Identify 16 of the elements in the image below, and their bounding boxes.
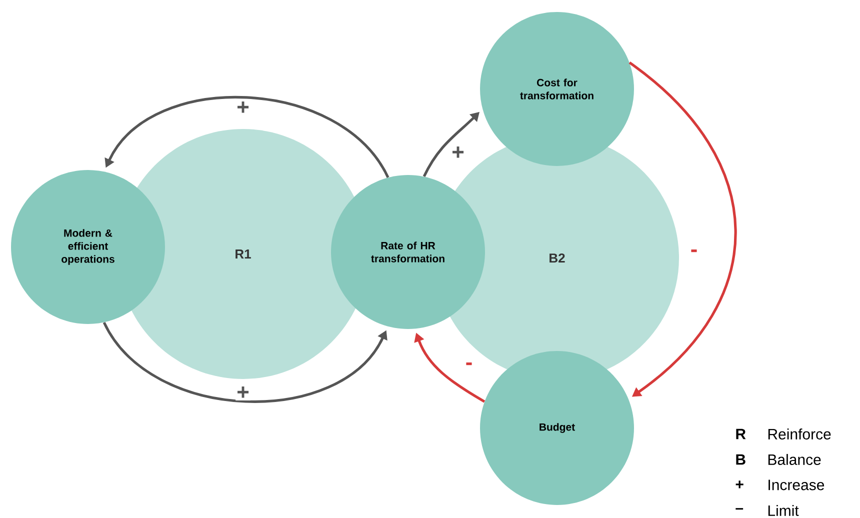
edge-label: + bbox=[450, 146, 466, 160]
legend-text: Increase bbox=[768, 480, 824, 490]
edge-label: - bbox=[464, 361, 474, 370]
edge-label: - bbox=[689, 248, 699, 258]
legend-text: Reinforce bbox=[768, 428, 831, 440]
legend-symbol: R bbox=[736, 428, 746, 440]
legend-text: Limit bbox=[768, 505, 799, 516]
legend-symbol: + bbox=[736, 480, 744, 488]
arrow bbox=[628, 62, 737, 397]
arrow bbox=[104, 96, 390, 178]
legend-symbol: B bbox=[736, 454, 746, 465]
edge-label: + bbox=[236, 100, 250, 116]
legend-symbol: – bbox=[736, 508, 744, 510]
arrow bbox=[102, 322, 388, 403]
legend-text: Balance bbox=[768, 454, 821, 465]
edge-label: + bbox=[236, 386, 250, 400]
